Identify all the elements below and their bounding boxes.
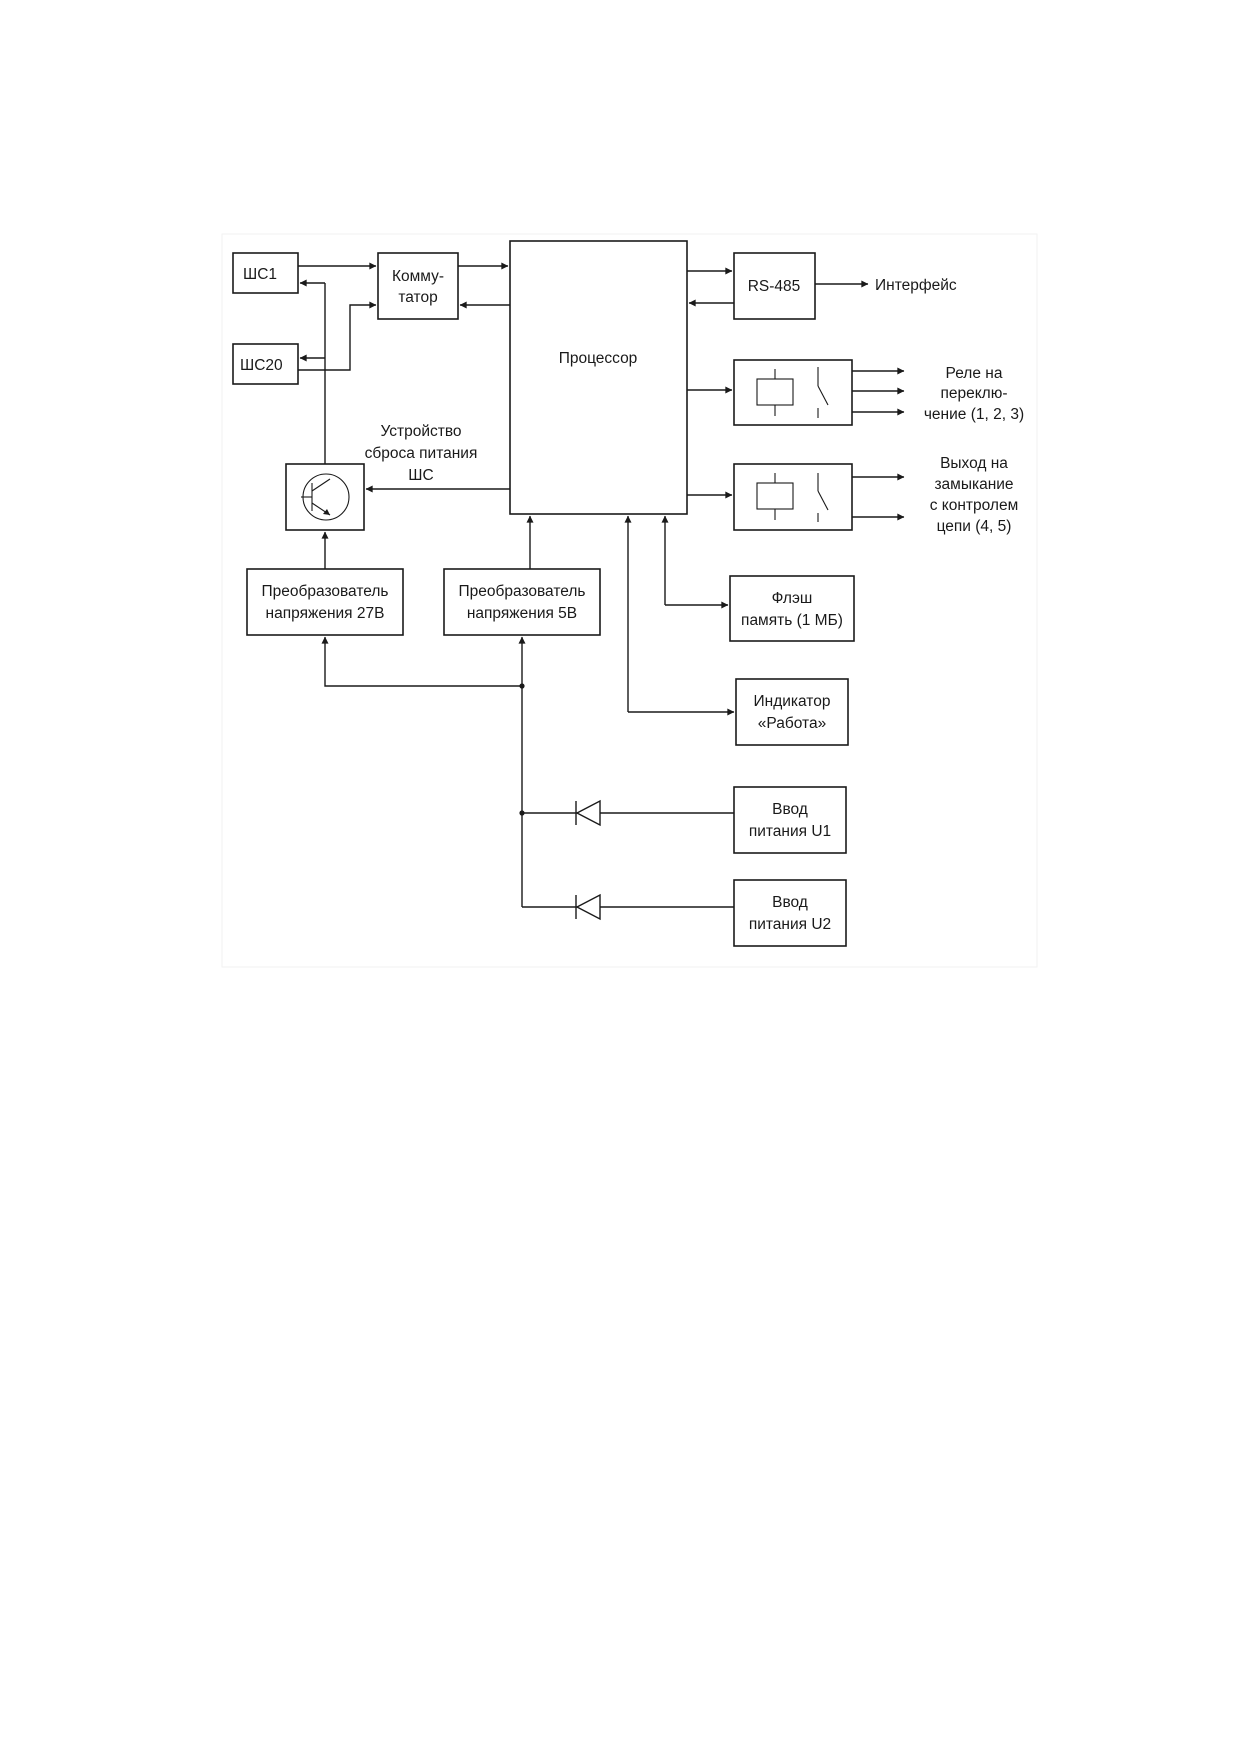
reset-device-label-3: ШС bbox=[408, 467, 433, 484]
power-u1-block: Ввод питания U1 bbox=[733, 786, 847, 854]
reset-device-label-2: сброса питания bbox=[365, 445, 478, 462]
relay-switch-label-2: переклю- bbox=[940, 385, 1007, 402]
closure-output-label-4: цепи (4, 5) bbox=[937, 518, 1012, 535]
power-u2-block: Ввод питания U2 bbox=[733, 879, 847, 947]
relay-switch-label-3: чение (1, 2, 3) bbox=[924, 406, 1024, 423]
commutator-block: Комму- татор bbox=[377, 252, 459, 320]
commutator-label-2: татор bbox=[398, 289, 437, 306]
power-bus bbox=[321, 636, 734, 908]
indicator-label-2: «Работа» bbox=[758, 715, 826, 732]
indicator-block: Индикатор «Работа» bbox=[735, 678, 849, 746]
flash-processor-link bbox=[661, 515, 729, 609]
relay-switch-caption: Реле на переклю- чение (1, 2, 3) bbox=[924, 365, 1024, 423]
shs1-label: ШС1 bbox=[243, 266, 277, 283]
reset-device-block bbox=[285, 463, 365, 531]
rs485-label: RS-485 bbox=[748, 278, 801, 295]
commutator-label-1: Комму- bbox=[392, 268, 444, 285]
diode-u1 bbox=[575, 799, 601, 827]
closure-output-caption: Выход на замыкание с контролем цепи (4, … bbox=[930, 455, 1019, 535]
relay-switch-label-1: Реле на bbox=[946, 365, 1003, 382]
indicator-processor-link bbox=[624, 515, 735, 716]
indicator-label-1: Индикатор bbox=[754, 693, 831, 710]
converter-5v-label-2: напряжения 5В bbox=[467, 605, 577, 622]
relay-output-arrows bbox=[852, 367, 905, 416]
converter-27v-label-2: напряжения 27В bbox=[266, 605, 385, 622]
processor-rs485-links bbox=[687, 267, 734, 307]
flash-label-2: память (1 МБ) bbox=[741, 612, 843, 629]
power-u2-label-1: Ввод bbox=[772, 894, 808, 911]
converter-5v-label-1: Преобразователь bbox=[459, 583, 586, 600]
shs20-label: ШС20 bbox=[240, 357, 283, 374]
reset-device-label-1: Устройство bbox=[380, 423, 461, 440]
diode-u2 bbox=[575, 893, 601, 921]
reset-device-caption: Устройство сброса питания ШС bbox=[365, 423, 478, 484]
shs20-block: ШС20 bbox=[232, 343, 299, 385]
rs485-block: RS-485 bbox=[733, 252, 816, 320]
reset-to-shs-links bbox=[299, 279, 326, 464]
shs1-block: ШС1 bbox=[232, 252, 299, 294]
converter-27v-block: Преобразователь напряжения 27В bbox=[246, 568, 404, 636]
closure-output-label-1: Выход на bbox=[940, 455, 1008, 472]
converter-27v-label-1: Преобразователь bbox=[262, 583, 389, 600]
power-u2-label-2: питания U2 bbox=[749, 916, 831, 933]
diagram-frame bbox=[221, 233, 1038, 968]
flash-label-1: Флэш bbox=[772, 590, 813, 607]
relay-switch-block bbox=[733, 359, 853, 426]
closure-output-block bbox=[733, 463, 853, 531]
commutator-processor-links bbox=[458, 262, 510, 309]
closure-output-arrows bbox=[852, 473, 905, 521]
processor-block: Процессор bbox=[509, 240, 688, 515]
power-u1-label-1: Ввод bbox=[772, 801, 808, 818]
flash-block: Флэш память (1 МБ) bbox=[729, 575, 855, 642]
interface-label: Интерфейс bbox=[875, 277, 957, 294]
processor-label: Процессор bbox=[559, 350, 638, 367]
converter-5v-block: Преобразователь напряжения 5В bbox=[443, 568, 601, 636]
power-u1-label-2: питания U1 bbox=[749, 823, 831, 840]
closure-output-label-3: с контролем bbox=[930, 497, 1019, 514]
closure-output-label-2: замыкание bbox=[934, 476, 1013, 493]
shs-commutator-links bbox=[298, 262, 377, 371]
